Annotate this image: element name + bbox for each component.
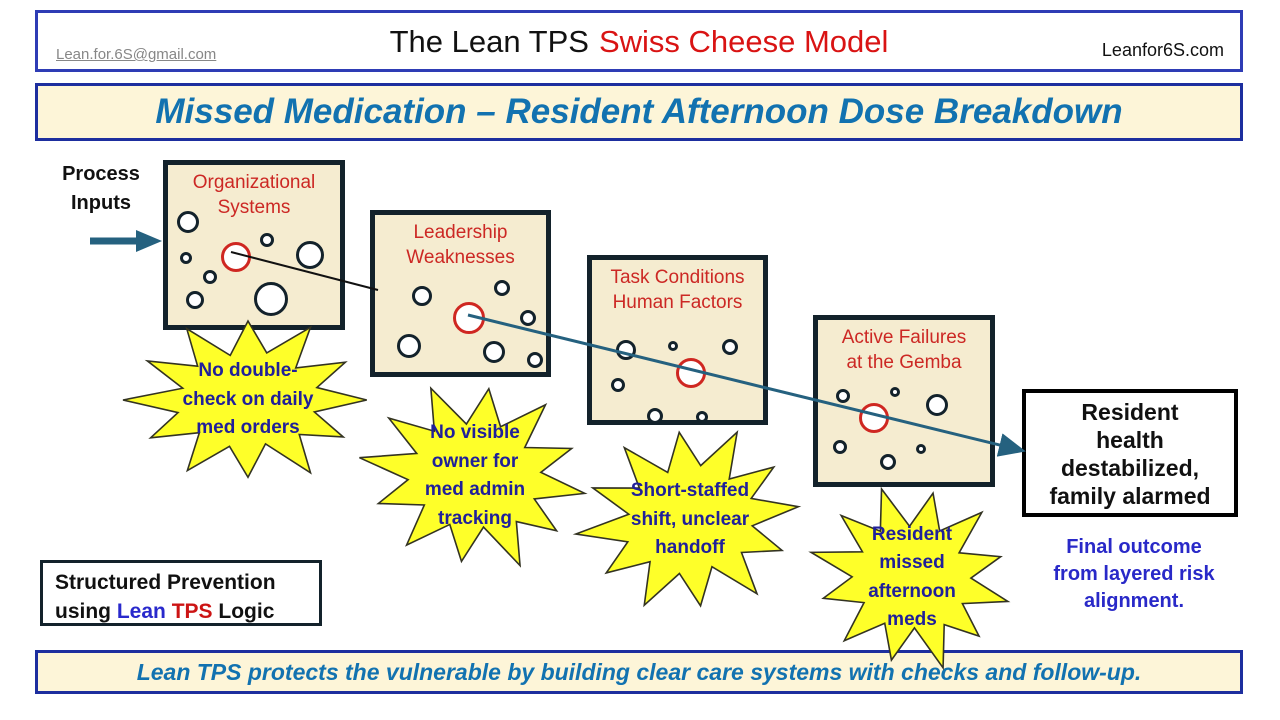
starburst-no-double-check: No double- check on daily med orders [123, 316, 373, 484]
footer-bar: Lean TPS protects the vulnerable by buil… [35, 650, 1243, 694]
cheese-hole [412, 286, 432, 306]
cheese-hole [836, 389, 850, 403]
cheese-hole [647, 408, 663, 424]
cheese-hole [494, 280, 510, 296]
outcome-line: health [1096, 427, 1164, 454]
cheese-hole [916, 444, 926, 454]
prevention-logic: Logic [218, 600, 275, 624]
starburst-text-line: shift, unclear [630, 508, 750, 530]
slice-label-line: Human Factors [612, 291, 743, 313]
prevention-line1: Structured Prevention [55, 571, 276, 594]
cheese-slice-organizational-systems: Organizational Systems [163, 160, 345, 330]
starburst-text-line: med admin [424, 479, 526, 500]
slide-title: Missed Medication – Resident Afternoon D… [155, 92, 1123, 131]
slice-label-line: Systems [217, 196, 291, 218]
cheese-hole [833, 440, 847, 454]
cheese-hole [616, 340, 636, 360]
prevention-line2: using Lean TPS Logic [55, 597, 307, 626]
cheese-hole [180, 252, 192, 264]
slice-label: Task Conditions Human Factors [592, 266, 763, 315]
starburst-text-line: No visible [430, 422, 520, 443]
prevention-using: using [55, 600, 117, 624]
cheese-hole [880, 454, 896, 470]
cheese-hole [483, 341, 505, 363]
starburst-text-line: afternoon [868, 580, 956, 602]
cheese-hole [722, 339, 738, 355]
cheese-hole [926, 394, 948, 416]
header-title-black: The Lean TPS [389, 24, 589, 59]
email-link[interactable]: Lean.for.6S@gmail.com [56, 46, 217, 63]
outcome-line: destabilized, [1060, 455, 1200, 482]
slice-label: Active Failures at the Gemba [818, 326, 990, 375]
cheese-slice-leadership-weaknesses: Leadership Weaknesses [370, 210, 551, 377]
cheese-slice-active-failures: Active Failures at the Gemba [813, 315, 995, 487]
cheese-hole [186, 291, 204, 309]
cheese-hole-risk [453, 302, 485, 334]
cheese-hole [203, 270, 217, 284]
starburst-text: Short-staffed shift, unclear handoff [575, 426, 805, 614]
starburst-text-line: med orders [196, 417, 300, 439]
cheese-hole [696, 411, 708, 423]
process-inputs-line2: Inputs [71, 192, 131, 214]
outcome-caption-line: from layered risk [1053, 563, 1215, 585]
cheese-hole-risk [859, 403, 889, 433]
starburst-text-line: handoff [655, 537, 725, 559]
slice-label-line: Weaknesses [406, 246, 515, 268]
header-title-red: Swiss Cheese Model [598, 24, 889, 59]
starburst-resident-missed-meds: Resident missed afternoon meds [808, 485, 1016, 670]
slice-label: Leadership Weaknesses [375, 221, 546, 270]
cheese-hole [527, 352, 543, 368]
cheese-hole [260, 233, 274, 247]
process-inputs-label: Process Inputs [42, 160, 160, 218]
slice-label: Organizational Systems [168, 171, 340, 220]
starburst-shape-icon [123, 316, 373, 484]
outcome-caption: Final outcome from layered risk alignmen… [1028, 534, 1240, 615]
header-bar: Lean.for.6S@gmail.com The Lean TPS Swiss … [35, 10, 1243, 72]
outcome-line: Resident [1081, 399, 1179, 425]
cheese-hole [296, 241, 324, 269]
cheese-hole-risk [676, 358, 706, 388]
cheese-hole [177, 211, 199, 233]
cheese-hole [520, 310, 536, 326]
starburst-text-line: missed [879, 552, 945, 573]
starburst-text-line: Resident [871, 523, 953, 545]
outcome-box: Resident health destabilized, family ala… [1022, 389, 1238, 517]
cheese-hole [611, 378, 625, 392]
starburst-short-staffed: Short-staffed shift, unclear handoff [575, 426, 805, 614]
header-title: The Lean TPS Swiss Cheese Model [390, 24, 889, 60]
starburst-text: Resident missed afternoon meds [808, 485, 1016, 670]
footer-text: Lean TPS protects the vulnerable by buil… [136, 658, 1142, 685]
prevention-lean: Lean [116, 600, 172, 624]
slice-label-line: Task Conditions [610, 267, 745, 288]
starburst-text-line: owner for [431, 450, 519, 472]
cheese-hole [668, 341, 678, 351]
cheese-hole [397, 334, 421, 358]
slice-label-line: Active Failures [841, 327, 967, 348]
cheese-slice-task-conditions: Task Conditions Human Factors [587, 255, 768, 425]
prevention-tps: TPS [171, 600, 219, 624]
process-input-arrow-icon [90, 230, 162, 252]
starburst-text-line: meds [887, 609, 937, 630]
starburst-text-line: Short-staffed [630, 480, 750, 502]
cheese-hole [890, 387, 900, 397]
prevention-box: Structured Prevention using Lean TPS Log… [40, 560, 322, 626]
slide-title-bar: Missed Medication – Resident Afternoon D… [35, 83, 1243, 141]
slice-label-line: at the Gemba [846, 351, 962, 373]
starburst-no-visible-owner: No visible owner for med admin tracking [358, 382, 592, 570]
starburst-text-line: No double- [198, 360, 298, 382]
starburst-text: No double- check on daily med orders [123, 316, 373, 484]
starburst-text-line: tracking [438, 507, 512, 529]
starburst-shape-icon [789, 463, 1036, 693]
outcome-line: family alarmed [1049, 483, 1211, 510]
starburst-text: No visible owner for med admin tracking [358, 382, 592, 570]
cheese-hole-risk [221, 242, 251, 272]
process-inputs-line1: Process [62, 163, 140, 185]
site-label: Leanfor6S.com [1101, 40, 1224, 60]
slice-label-line: Organizational [192, 172, 316, 193]
starburst-text-line: check on daily [182, 388, 314, 410]
outcome-caption-line: Final outcome [1066, 536, 1202, 558]
outcome-caption-line: alignment. [1083, 590, 1184, 612]
cheese-hole [254, 282, 288, 316]
slice-label-line: Leadership [413, 222, 508, 243]
